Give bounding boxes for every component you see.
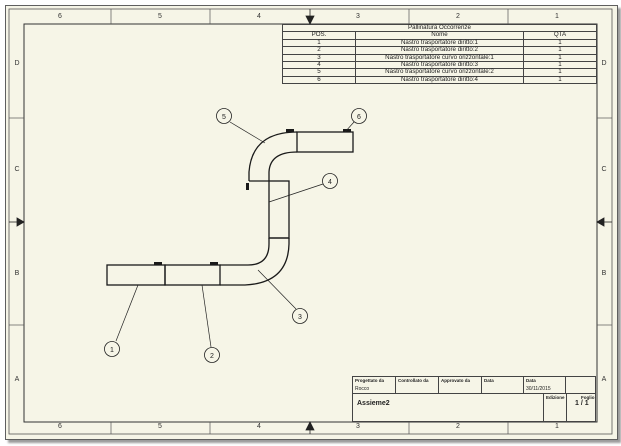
curve-conveyor-2-inner [268,151,298,181]
zone-label-right-c: C [601,166,607,173]
svg-text:6: 6 [357,114,361,121]
blank-cell [565,376,596,394]
checked-by-label: Controllato da [398,378,429,383]
table-row[interactable]: 2 Nastro trasportatore diritto:2 1 [282,46,597,55]
centering-marks [9,9,612,434]
cell-qty: 1 [523,53,597,63]
curve-conveyor-1-inner [220,238,270,266]
svg-text:5: 5 [222,114,226,121]
drawing-title: Assieme2 [357,400,390,407]
balloon-1[interactable]: 1 [104,341,120,357]
straight-conveyor-2 [164,264,221,286]
cell-pos: 2 [282,46,356,55]
cell-qty: 1 [523,75,597,85]
balloon-5[interactable]: 5 [216,108,232,124]
svg-text:2: 2 [210,353,214,360]
title-cell: Assieme2 [352,393,544,422]
designed-by-cell: Progettato da Rocco [352,376,396,394]
balloon-leaders [115,121,355,348]
designed-by-value: Rocco [355,386,370,392]
table-row[interactable]: 1 Nastro trasportatore diritto:1 1 [282,38,597,48]
table-row[interactable]: 3 Nastro trasportatore curvo orizzontale… [282,53,597,63]
svg-text:4: 4 [328,179,332,186]
balloon-4[interactable]: 4 [322,173,338,189]
edition-label: Edizione [546,395,565,400]
zone-ticks [9,9,612,434]
sheet-cell: Foglio 1 / 1 [566,393,596,422]
parts-list-table[interactable]: Pallinatura Occorrenze POS. Nome QTA 1 N… [282,23,597,85]
zone-label-left-b: B [14,270,20,277]
zone-label-left-c: C [14,166,20,173]
sheet-value: 1 / 1 [575,400,589,407]
sheet-label: Foglio [581,395,595,400]
header-qty: QTA [523,31,597,40]
zone-label-right-a: A [601,376,607,383]
date-value: 30/11/2015 [526,386,551,392]
zone-label-top-5: 5 [158,13,162,20]
table-row[interactable]: 6 Nastro trasportatore diritto:4 1 [282,75,597,85]
date-cell-2: Data 30/11/2015 [523,376,566,394]
date-cell-1: Data [481,376,524,394]
date-label-1: Data [484,378,494,383]
zone-label-top-3: 3 [356,13,360,20]
svg-text:1: 1 [110,347,114,354]
cell-qty: 1 [523,46,597,55]
approved-by-cell: Approvato da [438,376,482,394]
zone-label-top-6: 6 [58,13,62,20]
designed-by-label: Progettato da [355,378,385,383]
zone-label-right-b: B [601,270,607,277]
cell-pos: 6 [282,75,356,85]
straight-conveyor-1 [106,264,166,286]
zone-label-bottom-5: 5 [158,423,162,430]
edition-cell: Edizione [543,393,567,422]
cell-qty: 1 [523,38,597,48]
zone-label-bottom-3: 3 [356,423,360,430]
straight-conveyor-4 [296,131,354,153]
conveyor-assembly [106,131,354,286]
zone-label-top-4: 4 [257,13,261,20]
zone-label-left-d: D [14,60,20,67]
motor-tabs [154,129,351,265]
outer-border [8,8,613,435]
zone-label-bottom-6: 6 [58,423,62,430]
curve-conveyor-2-outer [248,131,298,181]
parts-list-header-row: POS. Nome QTA [282,31,597,40]
checked-by-cell: Controllato da [395,376,439,394]
svg-text:3: 3 [298,314,302,321]
title-block: Progettato da Rocco Controllato da Appro… [352,376,596,422]
zone-label-right-d: D [601,60,607,67]
zone-label-left-a: A [14,376,20,383]
balloon-3[interactable]: 3 [292,308,308,324]
date-label-2: Data [526,378,536,383]
approved-by-label: Approvato da [441,378,471,383]
zone-label-bottom-1: 1 [555,423,559,430]
cell-name: Nastro trasportatore diritto:4 [355,75,524,85]
zone-label-bottom-4: 4 [257,423,261,430]
zone-label-bottom-2: 2 [456,423,460,430]
zone-label-top-1: 1 [555,13,559,20]
balloon-2[interactable]: 2 [204,347,220,363]
straight-conveyor-3 [268,180,290,239]
curve-conveyor-1-outer [220,238,290,286]
zone-label-top-2: 2 [456,13,460,20]
balloon-6[interactable]: 6 [351,108,367,124]
cell-name: Nastro trasportatore diritto:2 [355,46,524,55]
